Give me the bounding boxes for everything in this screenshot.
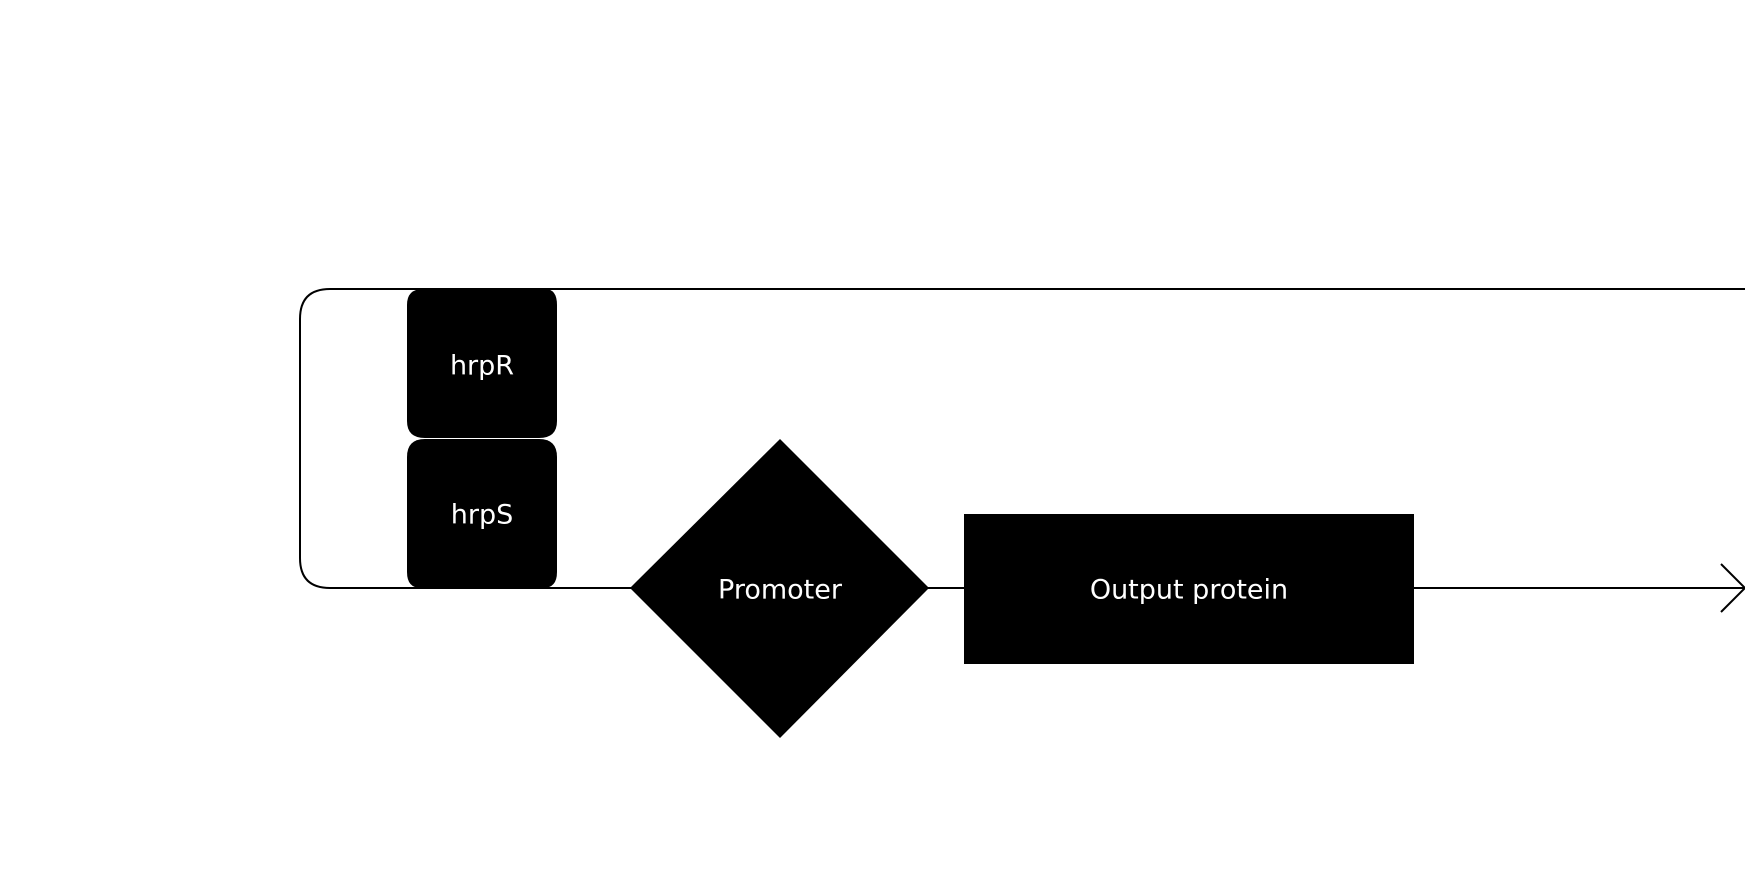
hrpS-label: hrpS (451, 500, 514, 531)
promoter-node: Promoter (630, 439, 929, 738)
arrow-head-icon (1720, 563, 1745, 613)
hrpR-label: hrpR (450, 351, 514, 382)
hrpS-node: hrpS (407, 439, 557, 588)
hrpR-node: hrpR (407, 289, 557, 438)
promoter-label: Promoter (718, 575, 843, 606)
output-protein-label: Output protein (1090, 575, 1288, 606)
feedback-loop-line (299, 288, 1745, 589)
output-protein-node: Output protein (964, 514, 1414, 664)
